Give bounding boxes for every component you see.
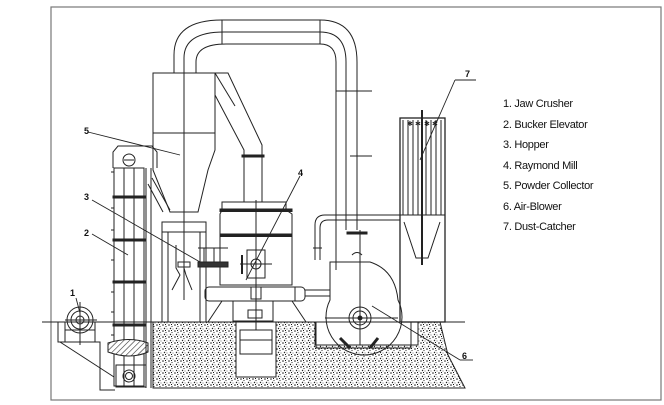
legend-item-powder-collector: 5. Powder Collector bbox=[503, 180, 594, 192]
callout-1: 1 bbox=[70, 288, 75, 298]
legend-item-jaw-crusher: 1. Jaw Crusher bbox=[503, 98, 573, 110]
frame-border bbox=[50, 6, 662, 401]
leader-lines bbox=[75, 79, 476, 361]
bucket-elevator bbox=[107, 145, 171, 388]
powder-collector bbox=[152, 72, 216, 322]
callout-3: 3 bbox=[84, 192, 89, 202]
callout-7: 7 bbox=[465, 69, 470, 79]
air-blower bbox=[315, 230, 412, 356]
callout-4: 4 bbox=[298, 168, 303, 178]
legend-item-raymond-mill: 4. Raymond Mill bbox=[503, 159, 578, 172]
connecting-duct bbox=[214, 72, 265, 202]
callout-6: 6 bbox=[462, 351, 467, 361]
jaw-crusher bbox=[57, 302, 115, 391]
raymond-mill bbox=[197, 200, 307, 355]
legend-item-dust-catcher: 7. Dust-Catcher bbox=[503, 221, 576, 233]
callout-2: 2 bbox=[84, 228, 89, 238]
legend-item-bucket-elevator: 2. Bucker Elevator bbox=[503, 118, 588, 131]
foundation bbox=[152, 321, 466, 389]
svg-text:✱: ✱ bbox=[415, 120, 421, 128]
svg-text:✱: ✱ bbox=[424, 120, 430, 128]
top-duct bbox=[173, 19, 372, 270]
dust-catcher: ✱ ✱ ✱ ✱ bbox=[399, 110, 460, 323]
callout-5: 5 bbox=[84, 126, 89, 136]
svg-text:✱: ✱ bbox=[407, 120, 413, 128]
return-pipe bbox=[305, 214, 400, 297]
legend-item-air-blower: 6. Air-Blower bbox=[503, 200, 562, 213]
svg-text:✱: ✱ bbox=[432, 120, 438, 128]
legend: 1. Jaw Crusher 2. Bucker Elevator 3. Hop… bbox=[503, 94, 594, 238]
legend-item-hopper: 3. Hopper bbox=[503, 139, 549, 151]
